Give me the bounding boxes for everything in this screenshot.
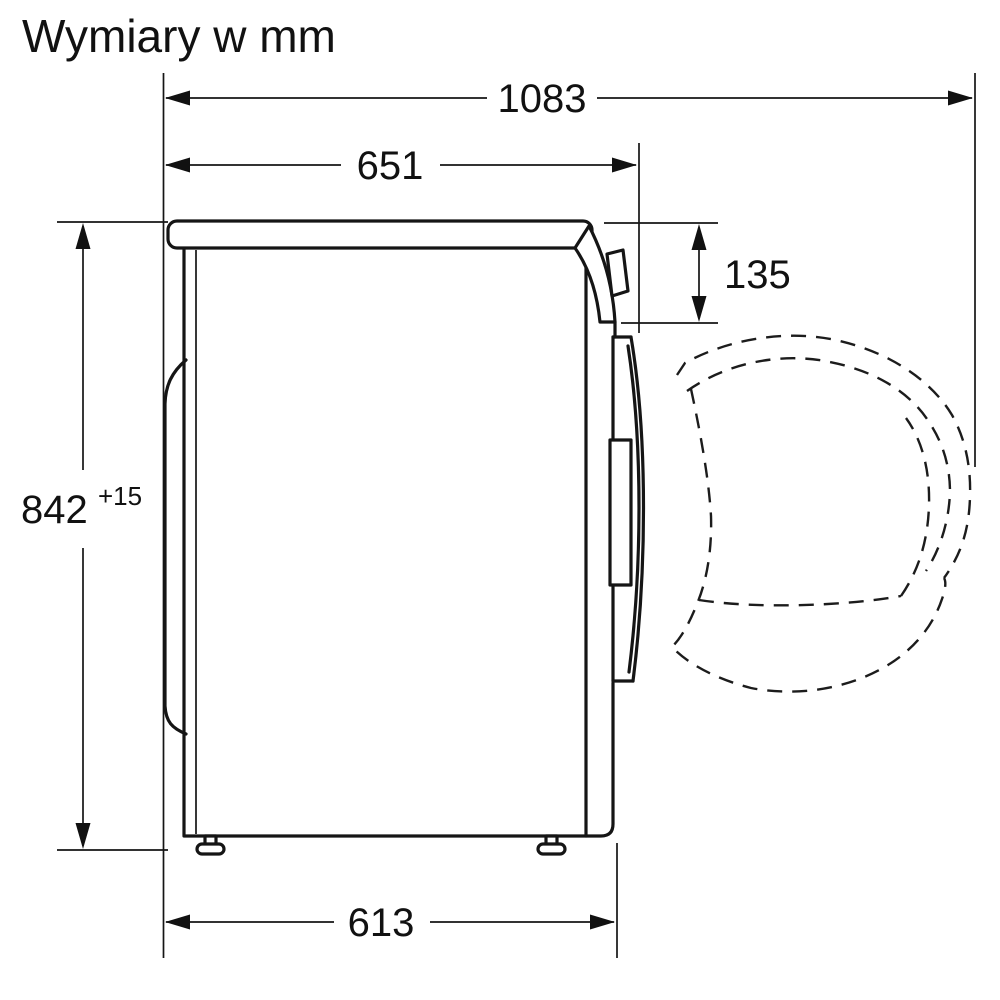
door-handle xyxy=(608,438,633,587)
dim-label-depth-with-door: 651 xyxy=(357,144,424,188)
door-open-outer-rim xyxy=(676,334,972,579)
arrowhead-right-icon xyxy=(612,157,637,173)
arrowhead-left-icon xyxy=(165,90,190,106)
door-swing-dashed-outline xyxy=(670,334,972,693)
arrowhead-down-icon xyxy=(691,296,707,322)
arrowhead-right-icon xyxy=(948,90,973,106)
door-profile xyxy=(608,335,646,683)
door-open-face-midline xyxy=(698,594,902,607)
arrowhead-left-icon xyxy=(165,914,190,930)
rear-foot-pad xyxy=(195,842,226,856)
body-outline xyxy=(182,246,615,838)
dimension-height: 842 +15 xyxy=(21,221,168,851)
door-open-face-outline xyxy=(670,388,947,693)
door-open-dish-edge xyxy=(900,417,931,597)
arrowhead-left-icon xyxy=(165,157,190,173)
appliance-side-view xyxy=(163,219,646,856)
dimension-depth-including-door: 651 xyxy=(165,144,637,188)
door-hinge xyxy=(605,248,630,298)
dimension-total-depth-door-open: 1083 xyxy=(165,77,973,121)
arrowhead-down-icon xyxy=(75,823,91,849)
door-inner-curve xyxy=(626,344,641,674)
dimension-body-depth: 613 xyxy=(165,901,615,945)
arrowhead-up-icon xyxy=(691,224,707,250)
dim-label-total-depth: 1083 xyxy=(498,77,587,121)
dimension-top-to-door: 135 xyxy=(604,222,791,324)
rear-panel-bulge xyxy=(163,358,188,736)
dim-label-height: 842 xyxy=(21,488,88,532)
dim-label-top-to-door: 135 xyxy=(724,253,791,297)
front-foot xyxy=(536,834,567,856)
arrowhead-up-icon xyxy=(75,223,91,249)
rear-foot xyxy=(195,834,226,856)
door-outer-curve xyxy=(629,335,646,683)
top-lid xyxy=(166,219,594,250)
page-title: Wymiary w mm xyxy=(22,10,336,62)
front-foot-pad xyxy=(536,842,567,856)
arrowhead-right-icon xyxy=(590,914,615,930)
dim-label-height-tolerance: +15 xyxy=(98,481,142,511)
door-open-middle-rim xyxy=(686,357,952,572)
dim-label-body-depth: 613 xyxy=(348,901,415,945)
